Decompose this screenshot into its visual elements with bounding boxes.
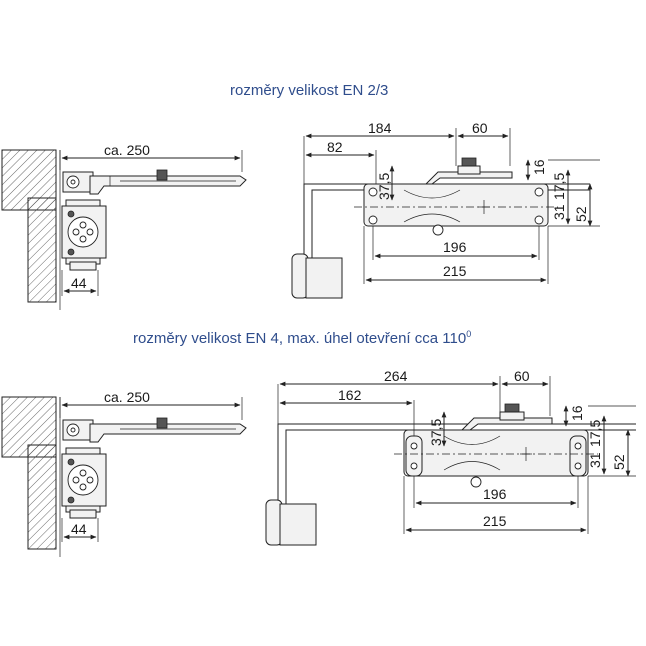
- title-bottom-text: rozměry velikost EN 4, max. úhel otevřen…: [133, 330, 467, 347]
- side-view-bottom: ca. 250 44: [1, 389, 247, 557]
- top-dim-82: 82: [327, 139, 343, 155]
- wall-door-frame-2: [27, 444, 57, 550]
- bottom-dim-60: 60: [514, 368, 530, 384]
- bottom-dim-52: 52: [611, 454, 627, 470]
- top-dim-196: 196: [443, 239, 467, 255]
- bottom-dim-37-5: 37,5: [428, 419, 444, 446]
- bottom-dim-196: 196: [483, 486, 507, 502]
- title-bottom-superscript: 0: [466, 329, 472, 339]
- top-dim-17-5: 17,5: [551, 173, 567, 200]
- top-dim-37-5: 37,5: [376, 173, 392, 200]
- top-dim-184: 184: [368, 120, 392, 136]
- side-view-top: ca. 250 44: [1, 142, 247, 310]
- bottom-dim-ca250: ca. 250: [104, 389, 150, 405]
- bottom-dim-162: 162: [338, 387, 362, 403]
- bottom-dim-16: 16: [569, 405, 585, 421]
- front-view-bottom: 264 162 60 37,5 16 17,5 31 52 196 215: [265, 368, 636, 546]
- title-top: rozměry velikost EN 2/3: [230, 82, 389, 99]
- wall-door-frame: [27, 197, 57, 303]
- front-view-top: 184 82 60 37,5 16 17,5 31 52 196 215: [291, 120, 600, 299]
- top-dim-ca250: ca. 250: [104, 142, 150, 158]
- top-dim-60: 60: [472, 120, 488, 136]
- top-dim-16: 16: [531, 159, 547, 175]
- bottom-dim-264: 264: [384, 368, 408, 384]
- bottom-dim-31: 31: [587, 452, 603, 468]
- top-dim-44: 44: [71, 275, 87, 291]
- top-dim-52: 52: [573, 206, 589, 222]
- title-bottom: rozměry velikost EN 4, max. úhel otevřen…: [133, 329, 471, 347]
- bottom-dim-44: 44: [71, 521, 87, 537]
- top-dim-31: 31: [551, 204, 567, 220]
- top-dim-215: 215: [443, 263, 467, 279]
- bottom-dim-215: 215: [483, 513, 507, 529]
- bottom-dim-17-5: 17,5: [587, 420, 603, 447]
